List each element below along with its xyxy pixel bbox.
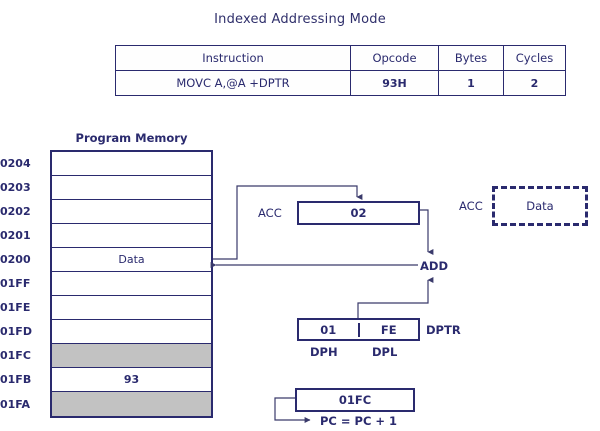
memory-address-label: 01FB — [0, 373, 32, 386]
memory-row: 0204 — [0, 152, 211, 176]
memory-row: 01FC — [0, 344, 211, 368]
memory-address-label: 0201 — [0, 229, 31, 242]
memory-row: 0201 — [0, 224, 211, 248]
memory-address-label: 01FA — [0, 397, 31, 411]
memory-address-label: 0204 — [0, 157, 31, 170]
column-header-bytes: Bytes — [438, 45, 504, 71]
memory-address-label: 01FF — [0, 277, 31, 290]
memory-row: 01FD — [0, 320, 211, 344]
column-header-opcode: Opcode — [350, 45, 439, 71]
program-counter-box: 01FC — [295, 388, 415, 412]
memory-row: 01FE — [0, 296, 211, 320]
memory-row: 01FF — [0, 272, 211, 296]
cell-opcode: 93H — [350, 70, 439, 96]
memory-row: 0203 — [0, 176, 211, 200]
memory-row: 0200 Data — [0, 248, 211, 272]
memory-address-label: 01FD — [0, 325, 32, 338]
pc-increment-label: PC = PC + 1 — [320, 414, 398, 428]
dptr-label: DPTR — [426, 323, 461, 337]
acc-label: ACC — [258, 206, 282, 220]
instruction-table: Instruction Opcode Bytes Cycles MOVC A,@… — [115, 45, 566, 96]
dptr-high-value: 01 — [299, 322, 360, 337]
column-header-cycles: Cycles — [503, 45, 566, 71]
dpl-label: DPL — [372, 345, 398, 359]
cell-cycles: 2 — [503, 70, 566, 96]
cell-instruction: MOVC A,@A +DPTR — [115, 70, 351, 96]
acc-register-box: 02 — [297, 201, 420, 225]
memory-address-label: 01FE — [0, 301, 31, 314]
page-title: Indexed Addressing Mode — [214, 12, 386, 27]
column-header-instruction: Instruction — [115, 45, 351, 71]
acc-result-label: ACC — [459, 199, 483, 213]
program-memory-heading: Program Memory — [75, 131, 188, 145]
memory-row: 01FA — [0, 392, 211, 416]
memory-cell-value: 93 — [123, 373, 140, 386]
program-memory-block: 0204 0203 0202 0201 0200 Data 01FF 01FE — [0, 150, 213, 418]
memory-row: 0202 — [0, 200, 211, 224]
memory-address-label: 0202 — [0, 205, 31, 218]
memory-address-label: 0203 — [0, 181, 31, 194]
memory-address-label: 01FC — [0, 349, 31, 362]
dptr-low-value: FE — [380, 322, 397, 337]
memory-cell-value: Data — [118, 253, 145, 266]
memory-address-label: 0200 — [0, 253, 31, 266]
add-operation-label: ADD — [418, 259, 450, 273]
memory-row: 01FB 93 — [0, 368, 211, 392]
acc-result-box: Data — [492, 186, 588, 226]
connector-dptr-to-add — [357, 277, 434, 318]
dptr-register-box: 01 FE — [297, 318, 420, 341]
connector-acc-to-add — [420, 209, 434, 255]
cell-bytes: 1 — [438, 70, 504, 96]
table-header-row: Instruction Opcode Bytes Cycles — [115, 45, 566, 71]
table-row: MOVC A,@A +DPTR 93H 1 2 — [115, 70, 566, 96]
dph-label: DPH — [310, 345, 338, 359]
